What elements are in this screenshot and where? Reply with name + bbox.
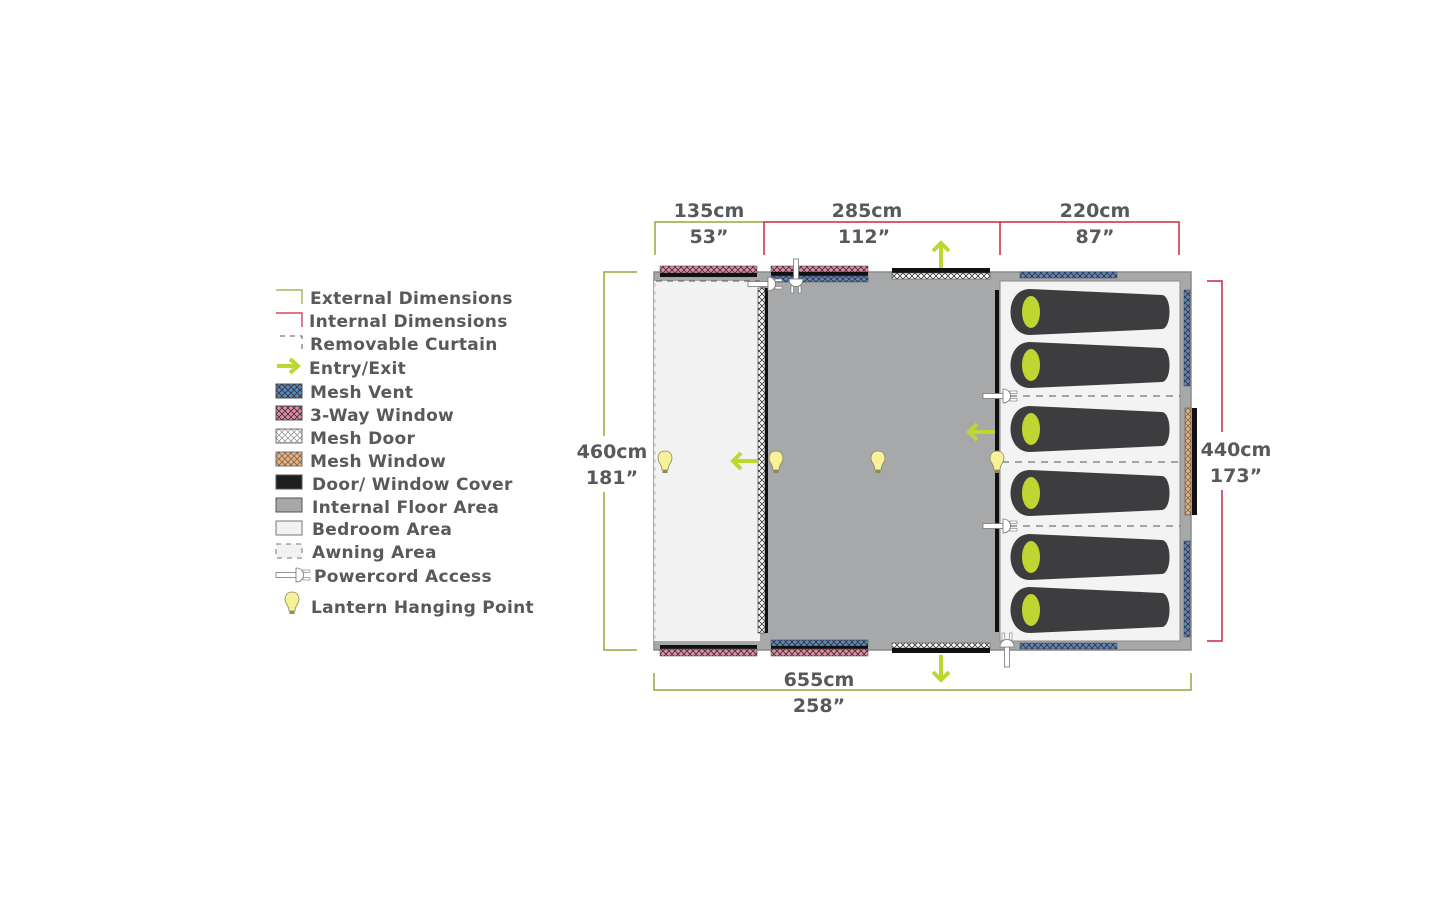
dimension-label: 53” [690, 226, 729, 248]
legend-label: Lantern Hanging Point [311, 598, 534, 618]
internal-dimension-top [763, 221, 1180, 255]
legend-label: Mesh Window [310, 452, 446, 472]
arrow-left-icon [966, 422, 995, 442]
sleeping-bag-icon [1010, 534, 1170, 580]
legend-label: Bedroom Area [312, 520, 452, 540]
arrow-up-icon [931, 240, 951, 268]
legend-item-internal-dimensions: Internal Dimensions [276, 312, 508, 332]
external-dimension-top [654, 221, 764, 255]
dimension-label: 87” [1076, 226, 1115, 248]
legend-label: Awning Area [312, 543, 437, 563]
entry-exit-arrows [730, 240, 995, 683]
external-dimension-left [603, 271, 637, 651]
sleeping-bag-icon [1010, 406, 1170, 452]
legend-item-powercord-access: Powercord Access [275, 567, 492, 587]
legend-label: Removable Curtain [310, 335, 498, 355]
dimension-label: 285cm [832, 200, 903, 222]
dimension-label: 460cm [577, 441, 648, 463]
legend-label: Mesh Door [310, 429, 415, 449]
legend-item-door-window-cover: Door/ Window Cover [275, 474, 513, 495]
dimension-label: 655cm [784, 669, 855, 691]
dimension-label: 220cm [1060, 200, 1131, 222]
legend-item-internal-floor-area: Internal Floor Area [275, 497, 499, 518]
door-cover [892, 268, 990, 273]
bedroom-area [999, 280, 1181, 642]
dimension-label: 440cm [1201, 439, 1272, 461]
lantern-icon [284, 591, 300, 615]
legend-label: External Dimensions [310, 289, 513, 309]
external-dimension-swatch [276, 289, 303, 304]
legend-item-bedroom-area: Bedroom Area [275, 520, 452, 540]
legend-item-mesh-window: Mesh Window [275, 451, 446, 472]
legend-item-external-dimensions: External Dimensions [276, 289, 513, 309]
sleeping-bag-icon [1010, 470, 1170, 516]
legend-label: 3-Way Window [310, 406, 454, 426]
legend-label: Internal Floor Area [312, 498, 499, 518]
legend: External Dimensions Internal Dimensions … [275, 289, 534, 618]
legend-label: Mesh Vent [310, 383, 413, 403]
dimension-label: 173” [1210, 465, 1262, 487]
dimension-label: 258” [793, 695, 845, 717]
door-cover [765, 288, 768, 633]
removable-curtains [1002, 395, 1180, 527]
legend-item-awning-area: Awning Area [275, 543, 437, 563]
door-cover [892, 648, 990, 653]
legend-label: Internal Dimensions [309, 312, 508, 332]
arrow-down-icon [931, 655, 951, 683]
bedroom-swatch [275, 520, 303, 536]
legend-item-removable-curtain: Removable Curtain [280, 335, 498, 355]
curtain-swatch [280, 335, 303, 350]
internal-dimension-right [1207, 280, 1223, 642]
dimension-label: 135cm [674, 200, 745, 222]
external-dimension-bottom [653, 673, 1192, 691]
legend-item-entry-exit: Entry/Exit [277, 357, 406, 379]
legend-item-lantern: Lantern Hanging Point [284, 591, 534, 618]
legend-item-3-way-window: 3-Way Window [275, 405, 454, 426]
legend-label: Powercord Access [314, 567, 492, 587]
sleeping-bag-icon [1010, 587, 1170, 633]
floor-swatch [275, 497, 303, 513]
awning-swatch [275, 543, 303, 559]
legend-label: Entry/Exit [309, 359, 406, 379]
dimension-label: 181” [586, 467, 638, 489]
dimension-label: 112” [838, 226, 890, 248]
internal-dimension-swatch [276, 312, 303, 327]
cover-swatch [275, 474, 303, 490]
legend-item-mesh-vent: Mesh Vent [275, 383, 413, 403]
arrow-left-icon [730, 451, 757, 471]
arrow-right-icon [277, 357, 302, 375]
legend-item-mesh-door: Mesh Door [275, 428, 415, 449]
sleeping-bag-icon [1010, 289, 1170, 335]
window-cover [1192, 408, 1197, 515]
legend-label: Door/ Window Cover [312, 475, 513, 495]
powercord-icon [275, 567, 311, 583]
dimension-lines: 135cm 53” 285cm 112” 220cm 87” 460cm 181… [577, 200, 1272, 717]
sleeping-bag-icon [1010, 342, 1170, 388]
